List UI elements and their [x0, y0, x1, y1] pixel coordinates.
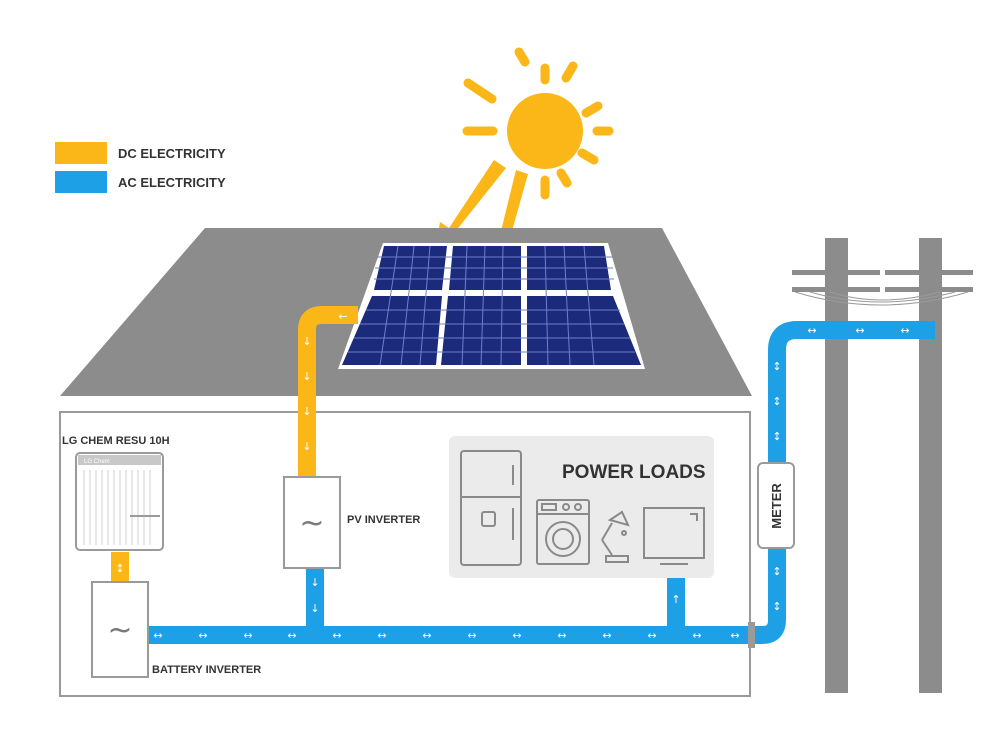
svg-text:↕: ↕ [772, 600, 781, 613]
svg-text:↓: ↓ [310, 576, 319, 589]
svg-text:↔: ↔ [512, 629, 521, 642]
svg-text:↔: ↔ [647, 629, 656, 642]
svg-text:↔: ↔ [557, 629, 566, 642]
power-loads-panel: POWER LOADS [449, 436, 714, 578]
legend-dc-label: DC ELECTRICITY [118, 146, 226, 161]
lamp-icon [601, 510, 630, 563]
svg-text:↓: ↓ [302, 335, 311, 348]
washing-machine-icon [536, 499, 590, 565]
svg-text:↔: ↔ [287, 629, 296, 642]
pv-inverter-label: PV INVERTER [347, 514, 420, 526]
power-loads-label: POWER LOADS [562, 462, 706, 483]
dc-line-battery [111, 552, 129, 582]
svg-text:↓: ↓ [302, 440, 311, 453]
svg-text:↓: ↓ [310, 602, 319, 615]
meter-label: METER [769, 483, 784, 529]
svg-text:↔: ↔ [377, 629, 386, 642]
svg-text:↔: ↔ [467, 629, 476, 642]
battery-brand: LG Chem [84, 459, 110, 465]
tv-icon [643, 507, 705, 565]
fridge-icon [460, 450, 522, 566]
svg-text:↕: ↕ [772, 360, 781, 373]
battery-label: LG CHEM RESU 10H [62, 435, 170, 447]
svg-text:↕: ↕ [772, 395, 781, 408]
svg-text:↔: ↔ [855, 324, 864, 337]
svg-text:↔: ↔ [422, 629, 431, 642]
svg-text:↕: ↕ [772, 430, 781, 443]
svg-text:↓: ↓ [302, 405, 311, 418]
svg-text:↔: ↔ [332, 629, 341, 642]
svg-text:↕: ↕ [772, 565, 781, 578]
svg-text:↓: ↓ [302, 370, 311, 383]
pv-inverter: ~ [283, 476, 341, 569]
dc-line-pv [298, 306, 358, 480]
battery-inverter-label: BATTERY INVERTER [152, 664, 261, 676]
pv-inverter-symbol: ~ [299, 506, 324, 541]
legend: DC ELECTRICITY AC ELECTRICITY [55, 142, 226, 193]
flow-arrows: ← ↓ ↓ ↓ ↓ ↓ ↓ ↑ ↕ ↔ ↔ ↔ ↔ ↔ ↔ ↔ ↔ ↔ ↔ ↔ ↔ ↔ ↔ ↕ ↕ ↕ ↕ ↕ ↔… [115, 310, 909, 642]
battery-unit: LG Chem [75, 452, 164, 551]
meter: METER [757, 462, 795, 549]
svg-text:↔: ↔ [198, 629, 207, 642]
svg-text:↔: ↔ [692, 629, 701, 642]
svg-text:↔: ↔ [807, 324, 816, 337]
legend-ac-label: AC ELECTRICITY [118, 175, 226, 190]
svg-text:↔: ↔ [900, 324, 909, 337]
svg-text:↔: ↔ [730, 629, 739, 642]
solar-panel-icon [338, 243, 645, 369]
battery-inverter-symbol: ~ [107, 613, 132, 648]
svg-text:↑: ↑ [671, 593, 680, 606]
utility-pole-icon [792, 238, 973, 693]
svg-text:↕: ↕ [115, 562, 124, 575]
svg-text:↔: ↔ [243, 629, 252, 642]
svg-text:↔: ↔ [602, 629, 611, 642]
battery-inverter: ~ [91, 581, 149, 678]
wall-connector [748, 622, 755, 648]
legend-dc-swatch [55, 142, 107, 164]
svg-text:←: ← [338, 310, 347, 323]
legend-ac-swatch [55, 171, 107, 193]
svg-text:↔: ↔ [153, 629, 162, 642]
